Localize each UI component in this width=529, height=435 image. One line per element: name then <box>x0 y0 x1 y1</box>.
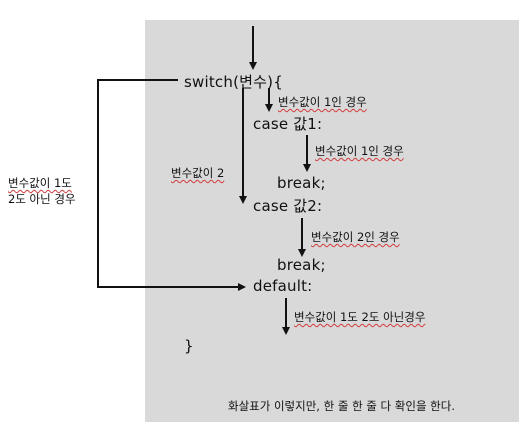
code-panel <box>145 20 519 422</box>
caption: 화살표가 이렇지만, 한 줄 한 줄 다 확인을 한다. <box>228 399 455 413</box>
note-to-case2: 변수값이 2 <box>171 165 224 181</box>
default-label: default: <box>253 277 313 295</box>
note-to-case1: 변수값이 1인 경우 <box>278 94 367 110</box>
note-to-break2-text: 변수값이 2인 경우 <box>311 230 400 244</box>
case1-label: case 값1: <box>253 115 323 133</box>
note-to-default: 변수값이 1도 2도 아닌 경우 <box>8 175 76 207</box>
note-to-break2: 변수값이 2인 경우 <box>311 229 400 245</box>
note-to-default-line1: 변수값이 1도 <box>8 176 72 190</box>
note-to-case2-text: 변수값이 2 <box>171 166 225 180</box>
switch-line: switch(변수){ <box>184 73 283 91</box>
note-to-break1-text: 변수값이 1인 경우 <box>315 144 404 158</box>
note-to-close-text: 변수값이 1도 2도 아닌경우 <box>294 310 426 324</box>
break1-label: break; <box>277 174 326 192</box>
note-to-break1: 변수값이 1인 경우 <box>315 143 404 159</box>
note-to-close: 변수값이 1도 2도 아닌경우 <box>294 309 425 325</box>
note-to-case1-text: 변수값이 1인 경우 <box>278 95 367 109</box>
arrow-to-default <box>97 79 246 291</box>
case2-label: case 값2: <box>253 197 323 215</box>
note-to-default-line2: 2도 아닌 경우 <box>8 192 76 206</box>
break2-label: break; <box>277 256 326 274</box>
close-brace: } <box>184 337 194 355</box>
